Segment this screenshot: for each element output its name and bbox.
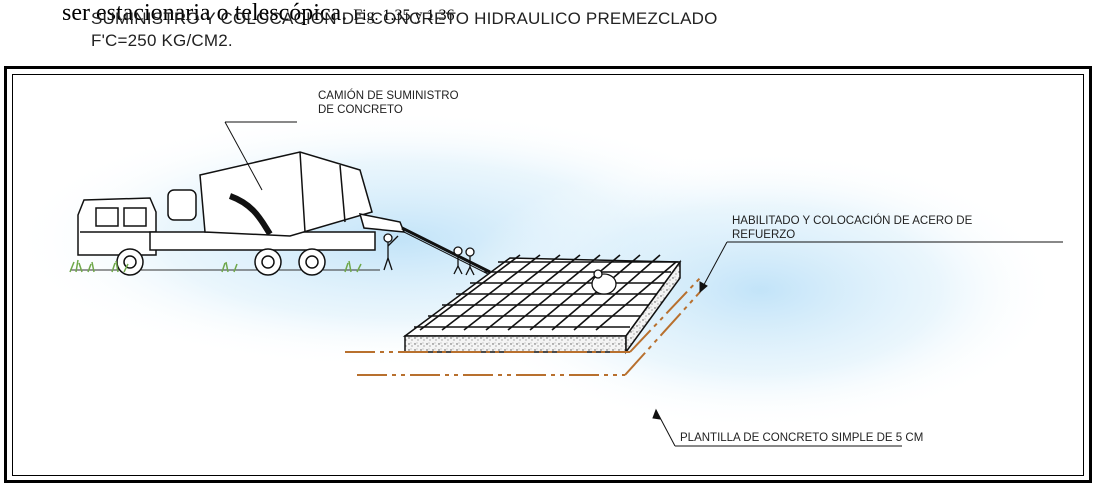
- concrete-truck: [77, 151, 493, 277]
- rebar-grid: [414, 254, 678, 331]
- wheel-rear-1: [254, 248, 282, 276]
- water-tank: [167, 189, 197, 221]
- truck-window-1: [95, 207, 119, 227]
- title-line-1: SUMINISTRO Y COLOCACIÓN DE CONCRETO HIDR…: [91, 9, 718, 28]
- overlapping-body-text: ser estacionaria o telescópica. Fig. 1.3…: [62, 0, 455, 27]
- slab-right-edge: [625, 259, 681, 355]
- truck-window-2: [123, 207, 147, 227]
- worker-on-rebar: [591, 269, 617, 295]
- background-glow-right: [460, 150, 1060, 430]
- title-line-2: F'C=250 KG/CM2.: [91, 31, 233, 50]
- worker-at-chute: [383, 233, 399, 271]
- truck-label-line-2: DE CONCRETO: [318, 104, 403, 116]
- truck-label-line-1: CAMIÓN DE SUMINISTRO: [318, 89, 459, 102]
- steel-label-line-2: REFUERZO: [732, 229, 795, 241]
- wheel-rear-2: [298, 248, 326, 276]
- body-text-fragment: ser estacionaria o telescópica.: [62, 0, 348, 26]
- wheel-front: [116, 248, 144, 276]
- inner-frame: [12, 74, 1084, 476]
- drum-spiral: [228, 193, 273, 236]
- chute-pipe: [401, 226, 491, 274]
- figure-reference: Fig. 1.35 y 1.36: [353, 7, 455, 24]
- workers-group: [453, 246, 475, 276]
- outer-frame: [4, 66, 1092, 483]
- diagram-title: SUMINISTRO Y COLOCACIÓN DE CONCRETO HIDR…: [91, 8, 718, 52]
- formwork-lines: [345, 277, 701, 376]
- base-label: PLANTILLA DE CONCRETO SIMPLE DE 5 CM: [680, 432, 923, 444]
- slab-front-edge: [404, 335, 627, 353]
- grass-tufts: [69, 259, 362, 273]
- steel-label-line-1: HABILITADO Y COLOCACIÓN DE ACERO DE: [732, 214, 973, 227]
- leader-lines: [224, 121, 1063, 447]
